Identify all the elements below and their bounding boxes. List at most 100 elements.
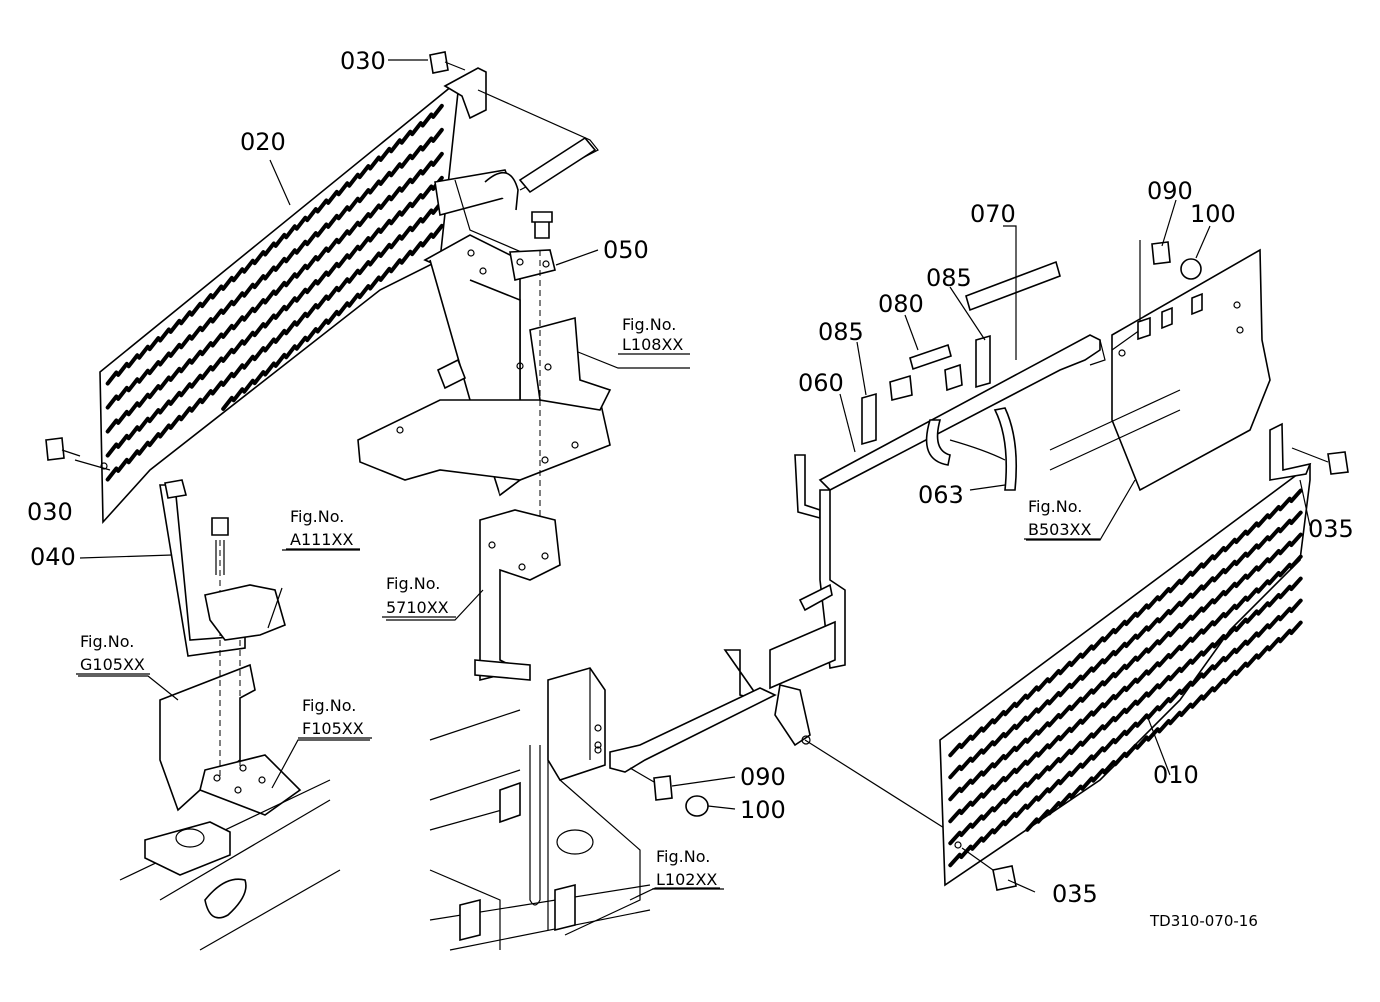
- vent-slot: [410, 169, 423, 185]
- lower-stay: [474, 509, 561, 682]
- vent-slot: [1047, 800, 1061, 816]
- vent-slot: [200, 317, 213, 333]
- vent-slot: [1113, 685, 1127, 701]
- vent-slot: [959, 844, 973, 860]
- vent-slot: [1102, 737, 1116, 753]
- vent-slot: [326, 213, 339, 229]
- vent-slot: [1223, 537, 1237, 553]
- vent-slot: [315, 270, 329, 286]
- vent-slot: [252, 250, 266, 266]
- vent-slot: [326, 189, 339, 205]
- vent-slot: [1135, 647, 1149, 662]
- vent-slot: [158, 327, 171, 343]
- vent-slot: [1135, 691, 1149, 706]
- vent-slot: [1091, 768, 1105, 783]
- label-035-bottom: 035: [1052, 880, 1098, 908]
- vent-slot: [1212, 589, 1226, 605]
- vent-slot: [252, 370, 266, 386]
- vent-slot: [126, 377, 140, 393]
- vent-slot: [168, 414, 182, 430]
- vent-slot: [399, 225, 413, 241]
- bolt-090-top: [1151, 241, 1171, 265]
- vent-slot: [431, 151, 444, 167]
- vent-slot: [231, 387, 245, 403]
- drawing-code: TD310-070-16: [1149, 912, 1258, 930]
- vent-slot: [970, 748, 984, 763]
- vent-slot: [399, 201, 413, 217]
- bolt-050: [531, 211, 553, 239]
- vent-slot: [431, 103, 444, 119]
- vent-slot: [1069, 696, 1083, 712]
- vent-slot: [273, 328, 287, 344]
- vent-slot: [357, 236, 371, 252]
- vent-slot: [1091, 702, 1105, 717]
- vent-slot: [1168, 688, 1182, 704]
- fig-prefix-l102: Fig.No.: [656, 847, 710, 866]
- labels: 030 020 030 040 050 070 085 080 085 060 …: [27, 47, 1354, 930]
- label-063: 063: [918, 481, 964, 509]
- vent-slot: [1234, 639, 1248, 655]
- vent-slot: [1036, 699, 1050, 714]
- vent-slot: [981, 740, 995, 755]
- vent-slot: [1201, 554, 1215, 569]
- center-lower-frame: [429, 667, 651, 951]
- vent-slot: [126, 401, 140, 417]
- vent-slot: [1058, 660, 1072, 676]
- vent-slot: [200, 365, 213, 381]
- vent-slot: [1245, 565, 1259, 580]
- vent-slot: [1256, 601, 1270, 616]
- fig-ref-l102: L102XX: [656, 870, 717, 889]
- vent-slot: [1080, 732, 1094, 747]
- vent-slot: [294, 263, 308, 279]
- vent-slot: [1278, 606, 1292, 622]
- vent-slot: [284, 248, 297, 264]
- vent-slot: [399, 153, 413, 169]
- vent-slot: [389, 258, 402, 274]
- vent-slot: [1278, 540, 1292, 556]
- vent-slot: [315, 222, 329, 238]
- label-060: 060: [798, 369, 844, 397]
- vent-slot: [1157, 674, 1171, 690]
- vent-slot: [389, 162, 402, 178]
- vent-slot: [1113, 619, 1127, 635]
- vent-slot: [1234, 661, 1248, 677]
- vent-slot: [242, 330, 255, 346]
- vent-slot: [1256, 645, 1270, 660]
- vent-slot: [1201, 598, 1215, 613]
- fig-ref-5710: 5710XX: [386, 598, 449, 617]
- frame-lower-left: [119, 779, 341, 951]
- vent-slot: [1047, 778, 1061, 794]
- label-100-top: 100: [1190, 200, 1236, 228]
- label-070: 070: [970, 200, 1016, 228]
- vent-slot: [981, 762, 995, 777]
- vent-slot: [1036, 765, 1050, 780]
- fig-ref-b503: B503XX: [1028, 520, 1091, 539]
- vent-slot: [116, 361, 129, 377]
- vent-slot: [1245, 609, 1259, 624]
- vent-slot: [420, 208, 434, 224]
- vent-slot: [399, 249, 413, 265]
- vent-slot: [273, 352, 287, 368]
- vent-slot: [1234, 551, 1248, 567]
- vent-slot: [1289, 598, 1303, 614]
- bracket-panel-b503: [1049, 240, 1271, 492]
- vent-slot: [1036, 721, 1050, 736]
- vent-slot: [231, 291, 245, 307]
- vent-slot: [189, 301, 203, 317]
- vent-slot: [981, 784, 995, 799]
- vent-slot: [284, 272, 297, 288]
- vent-slot: [116, 433, 129, 449]
- vent-slot: [378, 194, 392, 210]
- vent-slot: [992, 797, 1006, 813]
- vent-slot: [1223, 603, 1237, 619]
- vent-slot: [326, 237, 339, 253]
- vent-slot: [1080, 776, 1094, 791]
- right-grille-panel: [939, 422, 1312, 887]
- vent-slot: [1025, 795, 1039, 810]
- vent-slot: [970, 726, 984, 741]
- vent-slot: [168, 366, 182, 382]
- vent-slot: [1179, 658, 1193, 674]
- vent-slot: [1124, 633, 1138, 649]
- vent-slot: [147, 384, 161, 400]
- vent-slot: [1157, 652, 1171, 668]
